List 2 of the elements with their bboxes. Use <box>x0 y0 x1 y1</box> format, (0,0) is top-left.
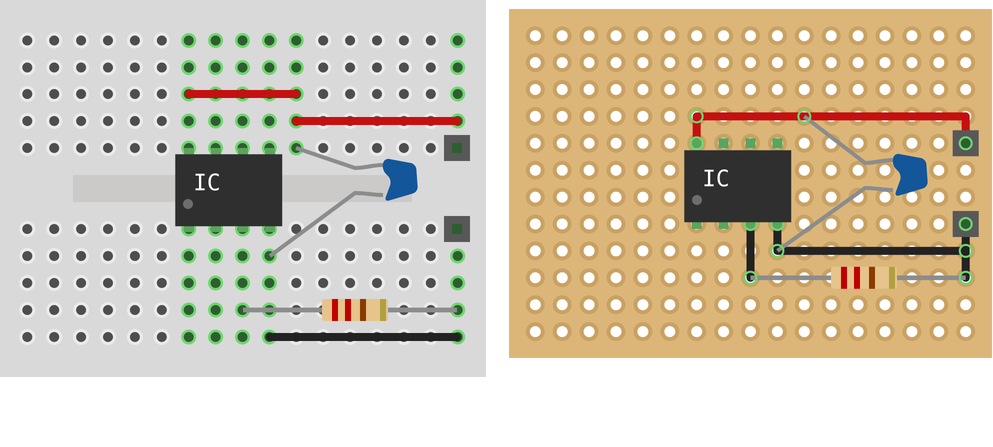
ic-chip: IC <box>684 150 792 222</box>
ic-chip: IC <box>175 154 282 226</box>
